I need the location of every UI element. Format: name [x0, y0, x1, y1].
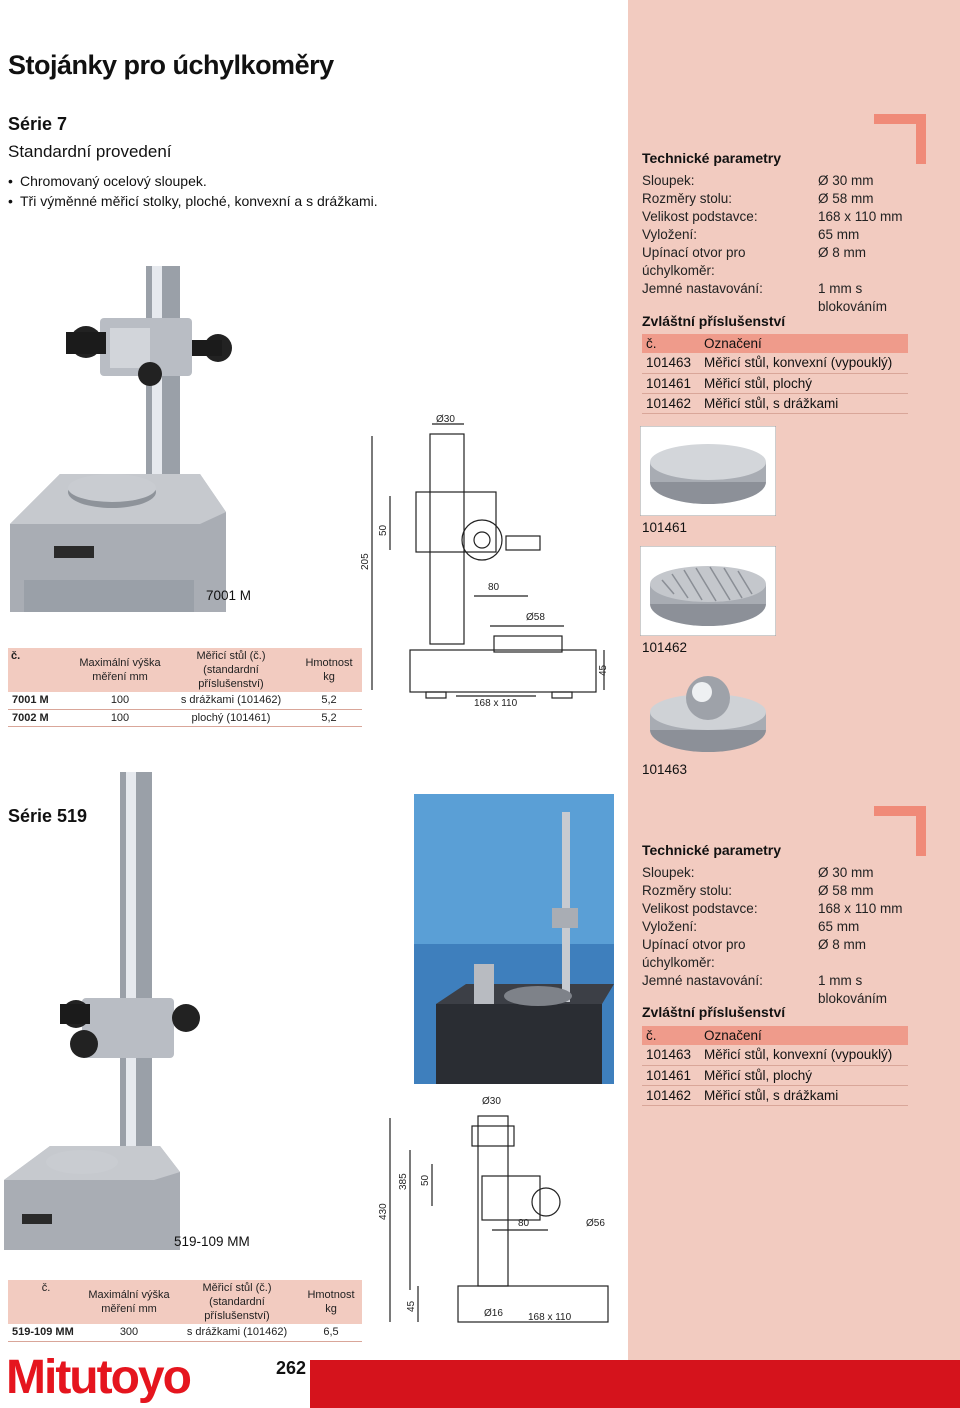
- drawing-label: Ø58: [526, 612, 545, 623]
- series519-accessories-heading: Zvláštní příslušenství: [642, 1004, 786, 1020]
- th-no: č.: [8, 1280, 84, 1324]
- series7-tech-params: Sloupek:Ø 30 mm Rozměry stolu:Ø 58 mm Ve…: [642, 173, 903, 314]
- series519-technical-drawing: Ø30 430 385 50 80 Ø56 45 Ø16 168 x 110: [378, 1096, 609, 1323]
- corner-mark-bottom: [874, 806, 926, 856]
- table-photo-caption: 101463: [642, 762, 688, 777]
- series7-stand-photo: [10, 266, 232, 612]
- series7-spec-table: č. Maximální výška měření mm Měřicí stůl…: [8, 648, 362, 727]
- drawing-label: 80: [518, 1218, 530, 1229]
- drawing-label: Ø30: [436, 414, 455, 425]
- table-row: 7001 M 100 s drážkami (101462) 5,2: [8, 692, 362, 710]
- table-photo-caption: 101462: [642, 640, 688, 655]
- drawing-label: Ø30: [482, 1096, 501, 1107]
- table-row: 519-109 MM 300 s drážkami (101462) 6,5: [8, 1324, 362, 1342]
- th-weight: Hmotnost kg: [296, 648, 362, 692]
- th-table: Měřicí stůl (č.) (standardní příslušenst…: [174, 1280, 300, 1324]
- series519-stand-photo: [4, 772, 200, 1250]
- table-photo-convex: [650, 676, 766, 752]
- series7-subheading: Standardní provedení: [8, 142, 172, 161]
- series7-tech-heading: Technické parametry: [642, 150, 782, 166]
- drawing-label: 45: [406, 1300, 417, 1312]
- drawing-label: Ø56: [586, 1218, 605, 1229]
- bullet-item: Chromovaný ocelový sloupek.: [8, 171, 378, 191]
- drawing-label: 385: [398, 1173, 409, 1190]
- table-row: 7002 M 100 plochý (101461) 5,2: [8, 709, 362, 727]
- page-number: 262: [276, 1358, 307, 1378]
- drawing-label: 45: [598, 664, 609, 676]
- brand-logo: Mitutoyo: [6, 1351, 192, 1404]
- sidebar-background: [628, 0, 960, 1360]
- drawing-label: 430: [378, 1203, 389, 1220]
- table-photo-caption: 101461: [642, 520, 688, 535]
- drawing-label: 205: [360, 553, 371, 570]
- th-max-height: Maximální výška měření mm: [84, 1280, 174, 1324]
- drawing-label: 80: [488, 582, 500, 593]
- page-title: Stojánky pro úchylkoměry: [8, 50, 334, 80]
- th-max-height: Maximální výška měření mm: [74, 648, 166, 692]
- series519-photo-caption: 519-109 MM: [174, 1234, 250, 1249]
- series7-bullets: Chromovaný ocelový sloupek. Tři výměnné …: [8, 171, 378, 211]
- series7-heading: Série 7: [8, 114, 68, 134]
- th-table: Měřicí stůl (č.) (standardní příslušenst…: [166, 648, 296, 692]
- drawing-label: 168 x 110: [474, 698, 518, 709]
- corner-mark-top: [874, 114, 926, 164]
- series519-tech-params: Sloupek:Ø 30 mm Rozměry stolu:Ø 58 mm Ve…: [642, 865, 903, 1006]
- series7-technical-drawing: Ø30 205 50 80 Ø58 45 168 x 110: [360, 414, 609, 709]
- series519-heading: Série 519: [8, 806, 88, 826]
- drawing-label: 50: [420, 1174, 431, 1186]
- th-weight: Hmotnost kg: [300, 1280, 362, 1324]
- table-photo-flat: [640, 426, 776, 516]
- bullet-item: Tři výměnné měřicí stolky, ploché, konve…: [8, 191, 378, 211]
- series519-application-photo: [414, 794, 614, 1084]
- series7-accessories-heading: Zvláštní příslušenství: [642, 313, 786, 329]
- series519-spec-table: č. Maximální výška měření mm Měřicí stůl…: [8, 1280, 362, 1342]
- series519-tech-heading: Technické parametry: [642, 842, 782, 858]
- th-no: č.: [8, 648, 74, 692]
- footer-bar: [310, 1360, 960, 1408]
- table-photo-grooved: [640, 546, 776, 636]
- drawing-label: Ø16: [484, 1308, 503, 1319]
- drawing-label: 168 x 110: [528, 1312, 572, 1323]
- drawing-label: 50: [378, 524, 389, 536]
- series7-photo-caption: 7001 M: [206, 588, 252, 603]
